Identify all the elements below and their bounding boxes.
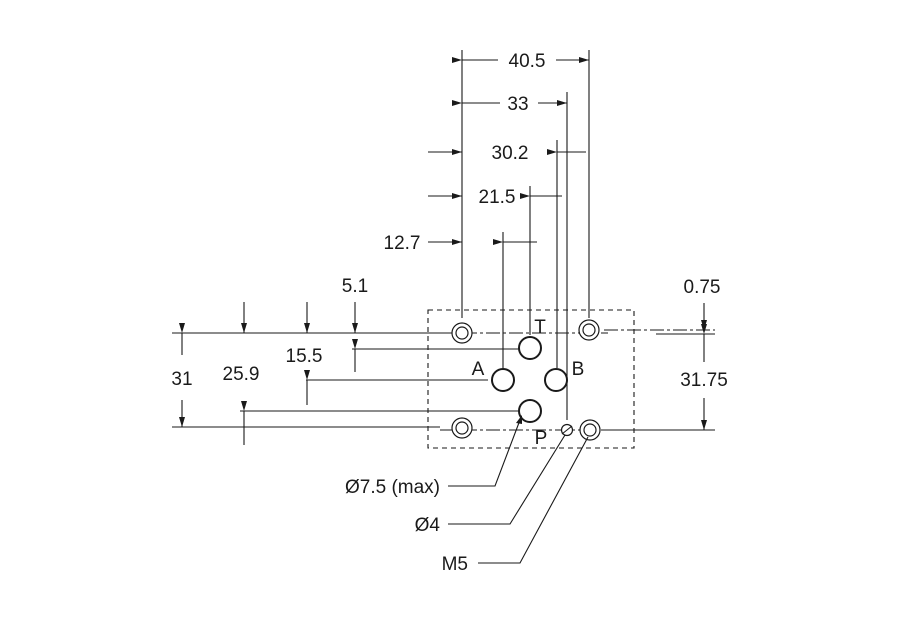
dim-label-21-5: 21.5 [479, 187, 516, 208]
dim-label-5-1: 5.1 [342, 276, 368, 297]
dim-label-15-5: 15.5 [286, 346, 323, 367]
port-label-a: A [472, 359, 485, 380]
dim-label-25-9: 25.9 [223, 364, 260, 385]
bolt-hole-bottom-left [451, 417, 473, 439]
port-label-p: P [535, 428, 548, 449]
leader-thread [478, 436, 589, 564]
port-label-b: B [572, 359, 585, 380]
bolt-hole-top-right [578, 319, 600, 341]
port-p-hole [518, 399, 542, 423]
leader-port-diameter [448, 419, 521, 487]
port-b-hole [544, 368, 568, 392]
leader-pin-diameter [448, 434, 566, 525]
callout-port-diameter: Ø7.5 (max) [345, 477, 440, 498]
port-label-t: T [534, 317, 546, 338]
port-t-hole [518, 336, 542, 360]
dim-label-31: 31 [171, 369, 192, 390]
dim-label-12-7: 12.7 [384, 233, 421, 254]
locating-pin-hole [560, 423, 574, 437]
port-a-hole [491, 368, 515, 392]
dim-label-30-2: 30.2 [492, 143, 529, 164]
plate-outline [427, 309, 635, 449]
dim-label-31-75: 31.75 [680, 370, 728, 391]
dim-label-33: 33 [507, 94, 528, 115]
bolt-hole-top-left [451, 322, 473, 344]
callout-pin-diameter: Ø4 [415, 515, 441, 536]
dim-label-40-5: 40.5 [509, 51, 546, 72]
callout-thread: M5 [442, 554, 468, 575]
bolt-hole-bottom-right [579, 419, 601, 441]
dim-label-0-75: 0.75 [684, 277, 721, 298]
leader-arrow-port [516, 415, 522, 424]
